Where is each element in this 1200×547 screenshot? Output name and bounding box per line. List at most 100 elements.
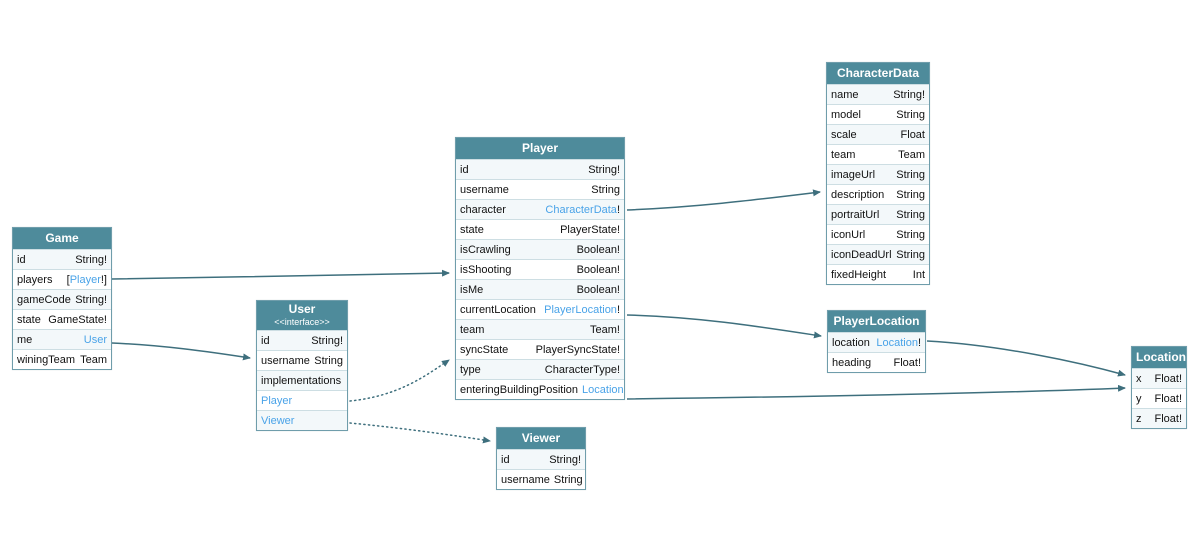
- field-row-user-Viewer[interactable]: Viewer: [257, 410, 347, 430]
- type-text: String: [896, 248, 925, 261]
- field-name-link[interactable]: Player: [261, 394, 293, 407]
- table-title-player[interactable]: Player: [456, 138, 624, 159]
- table-title-text: Location: [1136, 350, 1186, 364]
- type-text: [: [66, 273, 70, 286]
- field-name-link[interactable]: Viewer: [261, 414, 295, 427]
- field-type: Team: [80, 350, 107, 370]
- field-type: Location!: [876, 333, 921, 353]
- field-name: state: [460, 223, 484, 236]
- field-name: character: [460, 203, 506, 216]
- table-title-user[interactable]: User<<interface>>: [257, 301, 347, 330]
- type-text: String: [896, 168, 925, 181]
- field-type: String!: [549, 450, 581, 470]
- field-row-player-currentLocation[interactable]: currentLocation PlayerLocation!: [456, 299, 624, 319]
- field-type: String!: [75, 290, 107, 310]
- type-text: !]: [100, 273, 107, 286]
- field-name: currentLocation: [460, 303, 536, 316]
- type-link-characterdata[interactable]: CharacterData: [545, 203, 617, 216]
- field-type: PlayerLocation!: [544, 300, 620, 320]
- type-text: String: [896, 228, 925, 241]
- table-title-text: Game: [45, 231, 79, 245]
- type-text: Float!: [1154, 372, 1182, 385]
- type-text: String!: [75, 293, 107, 306]
- type-text: String!: [588, 163, 620, 176]
- field-name: implementations: [261, 374, 342, 387]
- table-subtitle-text: <<interface>>: [274, 317, 330, 327]
- field-type: String: [896, 165, 925, 185]
- table-title-text: Player: [521, 141, 559, 155]
- type-link-user[interactable]: User: [83, 333, 107, 346]
- type-text: CharacterType!: [544, 363, 620, 376]
- type-link-location[interactable]: Location: [876, 336, 918, 349]
- field-name: username: [501, 473, 550, 486]
- field-type: String: [554, 470, 583, 490]
- type-text: Boolean!: [576, 263, 620, 276]
- field-row-user-implementations[interactable]: implementations: [257, 370, 347, 390]
- edge-player-currentlocation-to-playerlocation: [626, 314, 822, 339]
- type-link-location[interactable]: Location: [582, 383, 624, 396]
- table-title-characterdata[interactable]: CharacterData: [827, 63, 929, 84]
- type-text: Team: [80, 353, 107, 366]
- field-row-viewer-username[interactable]: username String: [497, 469, 585, 489]
- table-title-viewer[interactable]: Viewer: [497, 428, 585, 449]
- field-type: Boolean!: [577, 240, 620, 260]
- field-name: gameCode: [17, 293, 71, 306]
- field-row-game-players[interactable]: players[Player!]: [13, 269, 111, 289]
- table-title-location[interactable]: Location: [1132, 347, 1186, 368]
- type-link-player[interactable]: Player: [69, 273, 101, 286]
- type-link-playerlocation[interactable]: PlayerLocation: [544, 303, 617, 316]
- table-title-playerlocation[interactable]: PlayerLocation: [828, 311, 925, 332]
- type-text: Boolean!: [576, 243, 620, 256]
- field-row-user-Player[interactable]: Player: [257, 390, 347, 410]
- table-title-game[interactable]: Game: [13, 228, 111, 249]
- field-row-game-gameCode[interactable]: gameCode String!: [13, 289, 111, 309]
- edge-user-viewer-implementation: [349, 422, 491, 444]
- field-type: [Player!]: [67, 270, 107, 290]
- field-type: Location: [582, 380, 624, 400]
- field-name: fixedHeight: [831, 268, 887, 281]
- field-type: String: [896, 185, 925, 205]
- field-name: name: [831, 88, 859, 101]
